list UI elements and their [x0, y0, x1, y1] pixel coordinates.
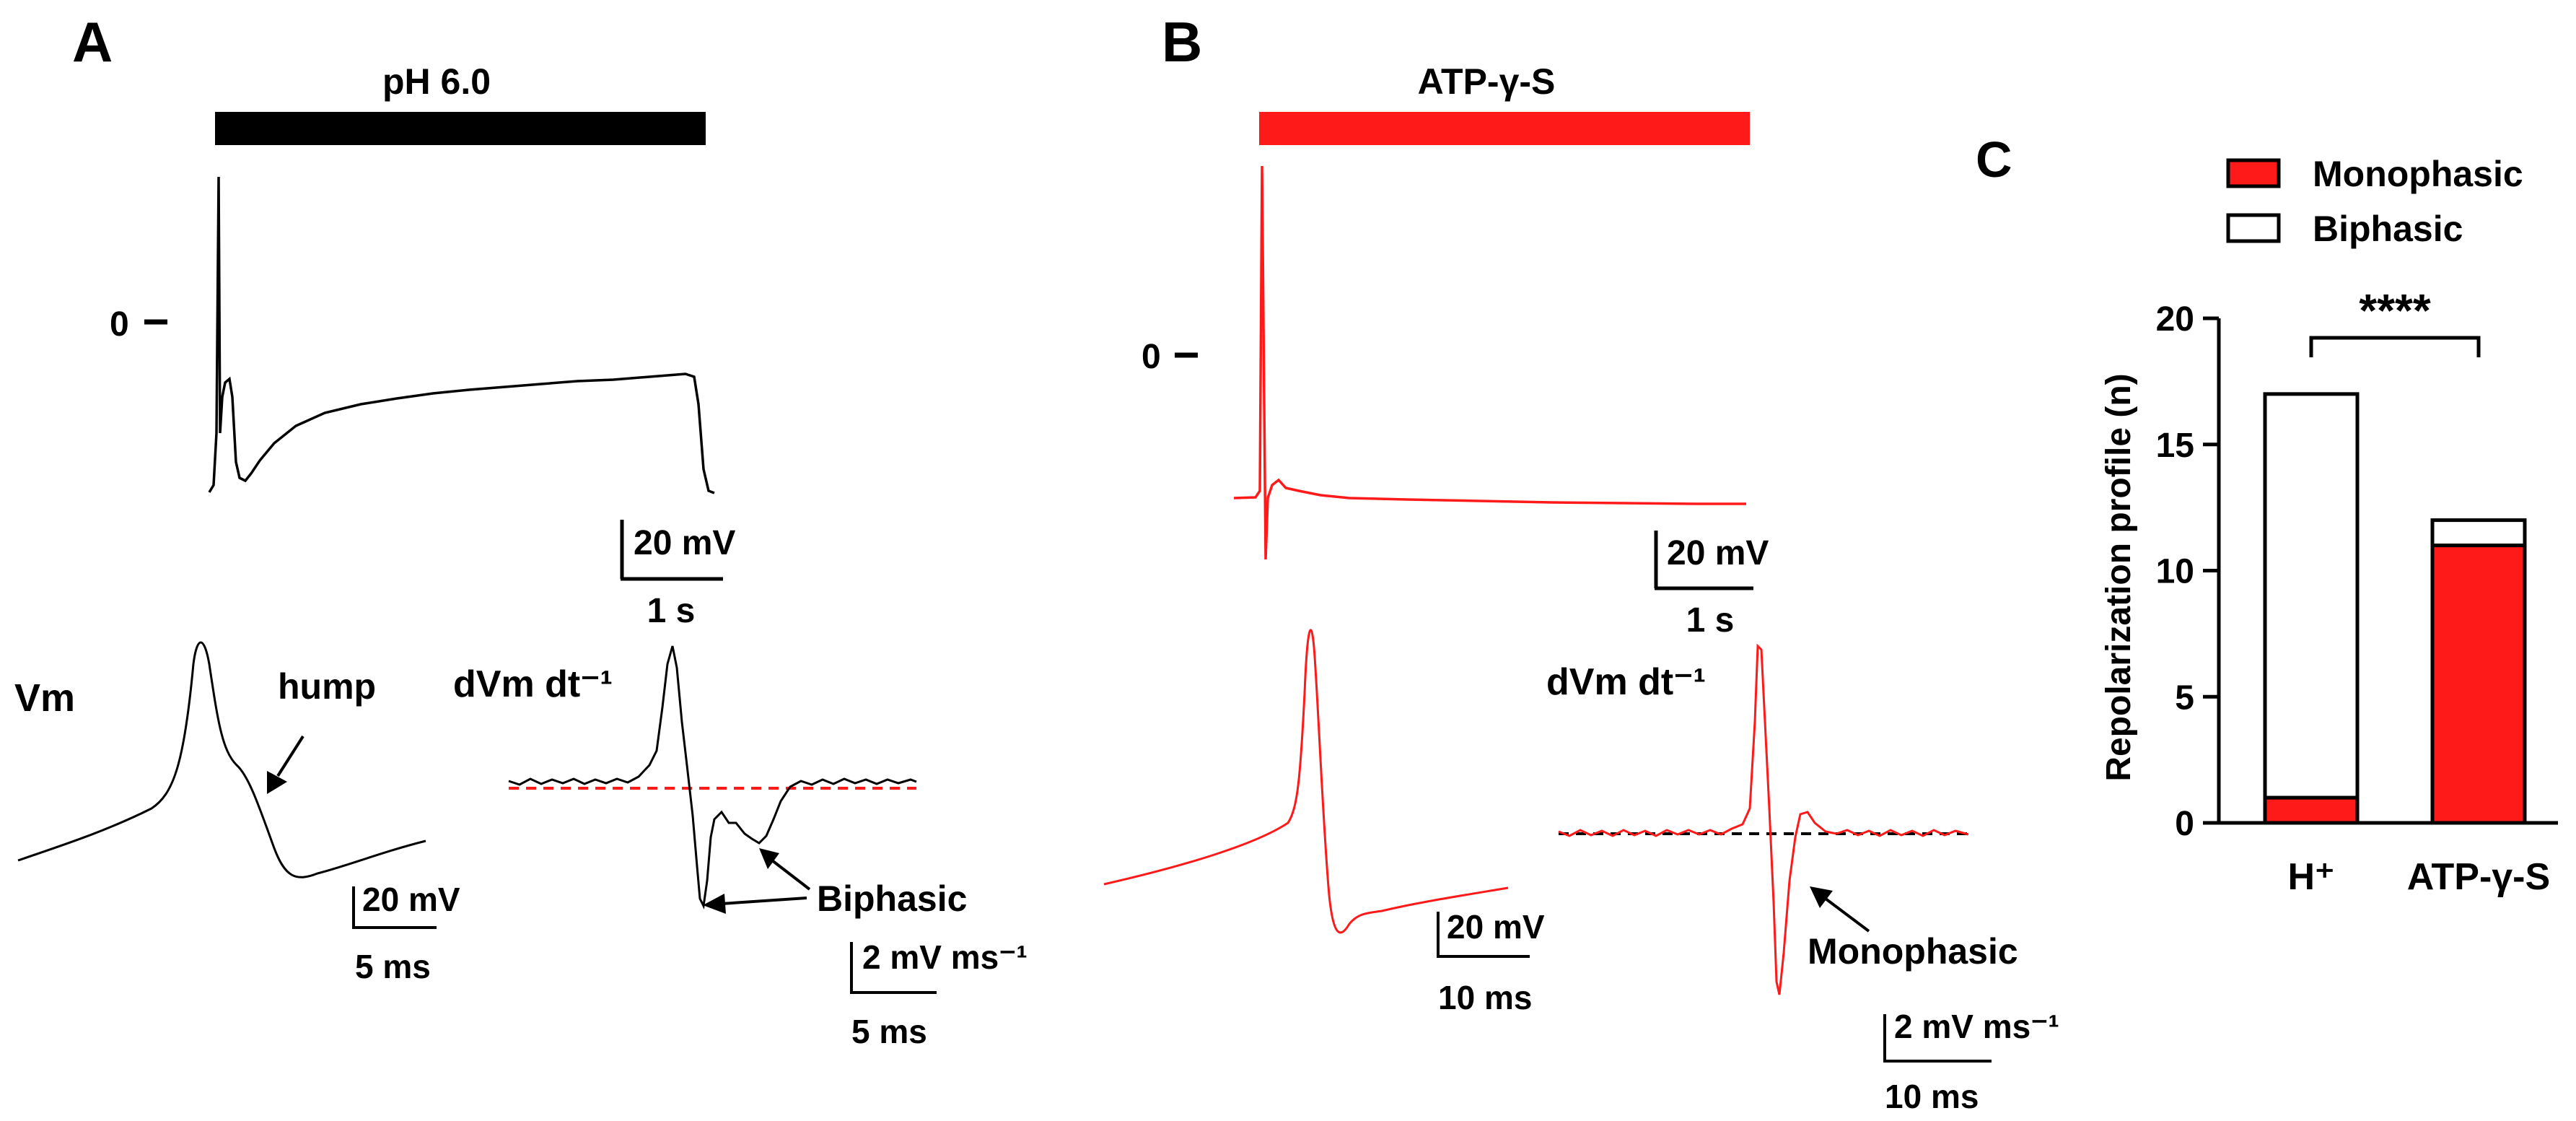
x-axis-labels: H⁺ ATP-γ-S	[2288, 856, 2551, 898]
deriv-label-b: dVm dt⁻¹	[1546, 661, 1706, 703]
biphasic-arrow-line-1	[721, 897, 807, 905]
significance-stars: ****	[2359, 284, 2431, 336]
monophasic-arrow-head	[1810, 886, 1833, 908]
hump-arrow-head	[267, 771, 287, 794]
deriv-trace-b	[1558, 643, 1969, 995]
panel-c-letter: C	[1976, 131, 2012, 188]
zero-label-b: 0	[1142, 338, 1161, 376]
y-tick-label: 0	[2175, 805, 2194, 843]
deriv-trace-a	[508, 645, 917, 910]
scale-v-label-b: 20 mV	[1667, 534, 1769, 572]
vm-label: Vm	[14, 676, 75, 720]
vm-waveform	[17, 641, 426, 878]
deriv-scale-v-label-a: 2 mV ms⁻¹	[862, 938, 1028, 976]
atp-stimulus-label: ATP-γ-S	[1418, 61, 1556, 102]
panel-a-letter: A	[72, 10, 113, 74]
bar-segment-monophasic	[2430, 544, 2527, 825]
legend-label-monophasic: Monophasic	[2313, 154, 2523, 194]
zero-label-a: 0	[110, 305, 129, 344]
bar-segment-biphasic	[2430, 518, 2527, 548]
panel-c: C Monophasic Biphasic **** Repolarizatio…	[1976, 131, 2558, 898]
ph-response-trace	[208, 176, 715, 494]
hump-label: hump	[278, 666, 376, 707]
biphasic-label: Biphasic	[817, 878, 967, 919]
bracket-line	[2309, 336, 2481, 357]
biphasic-arrow-head-2	[759, 848, 779, 869]
y-tick-label: 10	[2156, 553, 2194, 591]
panel-a: A pH 6.0 0 20 mV 1 s Vm hump 20 mV 5 ms …	[14, 10, 1028, 1050]
scale-t-label-b: 1 s	[1686, 601, 1735, 640]
ph-stimulus-label: pH 6.0	[382, 61, 491, 102]
atp-stimulus-bar	[1259, 112, 1750, 145]
panel-b-letter: B	[1162, 10, 1202, 74]
y-tick-label: 5	[2175, 679, 2194, 717]
x-tick-label: H⁺	[2288, 856, 2335, 898]
deriv-scale-t-label-a: 5 ms	[851, 1013, 927, 1050]
legend-swatch-biphasic	[2226, 213, 2281, 243]
small-v-label-a: 20 mV	[362, 881, 460, 918]
deriv-scale-t-label-b: 10 ms	[1885, 1078, 1979, 1115]
biphasic-arrow-line-2	[771, 859, 811, 891]
monophasic-arrow-line	[1824, 897, 1870, 933]
ph-stimulus-bar	[215, 112, 706, 145]
biphasic-arrow-head-1	[703, 894, 726, 914]
y-axis-title: Repolarization profile (n)	[2100, 373, 2138, 781]
bars	[2263, 392, 2527, 825]
x-tick-label: ATP-γ-S	[2407, 856, 2550, 898]
y-tick-label: 15	[2156, 427, 2194, 465]
monophasic-label: Monophasic	[1808, 931, 2018, 972]
small-v-label-b: 20 mV	[1447, 908, 1545, 946]
atp-response-trace	[1233, 165, 1746, 560]
small-t-label-a: 5 ms	[355, 948, 431, 985]
deriv-label-a: dVm dt⁻¹	[453, 663, 613, 705]
bar-segment-monophasic	[2263, 795, 2360, 825]
deriv-scale-v-label-b: 2 mV ms⁻¹	[1894, 1008, 2059, 1045]
y-tick-label: 20	[2156, 300, 2194, 339]
scale-v-label-a: 20 mV	[634, 524, 735, 562]
panel-b: B ATP-γ-S 0 20 mV 1 s 20 mV 10 ms dVm dt…	[1103, 10, 2059, 1115]
small-t-label-b: 10 ms	[1438, 979, 1532, 1016]
bar-segment-biphasic	[2263, 392, 2360, 800]
atp-vm-waveform	[1103, 629, 1509, 934]
chart-legend: Monophasic Biphasic	[2226, 154, 2523, 249]
legend-swatch-monophasic	[2226, 158, 2281, 188]
legend-label-biphasic: Biphasic	[2313, 209, 2463, 249]
scale-t-label-a: 1 s	[647, 592, 696, 630]
significance-bracket: ****	[2309, 284, 2481, 357]
y-axis-ticks: 0 5 10 15 20	[2156, 300, 2219, 843]
hump-arrow-line	[276, 735, 305, 777]
